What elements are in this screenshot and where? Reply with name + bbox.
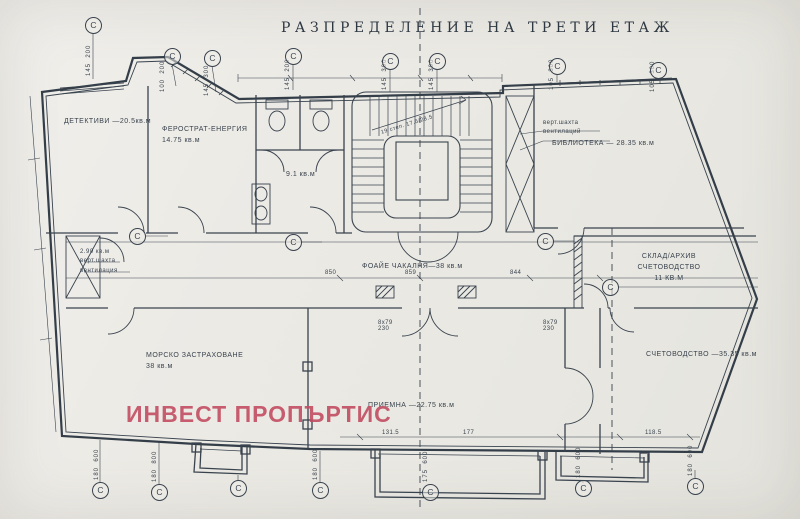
dim-wall-3: 118.5 xyxy=(645,430,662,436)
axis-marker: С xyxy=(151,484,168,501)
axis-marker: С xyxy=(285,234,302,251)
axis-marker-letter: С xyxy=(317,485,324,496)
axis-marker-letter: С xyxy=(655,65,662,76)
axis-marker-letter: С xyxy=(290,237,297,248)
room-label-energy: ФЕРОСТРАТ-ЕНЕРГИЯ 14.75 кв.м xyxy=(162,126,248,144)
section-lines xyxy=(419,8,613,512)
annotation-door-right: 8х79 230 xyxy=(543,320,558,332)
room-label-reception: ПРИЕМНА —22.75 кв.м xyxy=(368,402,455,409)
wc-fixtures xyxy=(251,99,333,225)
axis-marker: С xyxy=(285,48,302,65)
axis-marker-letter: С xyxy=(542,236,549,247)
dim-axis-t2: 100 200 xyxy=(160,60,166,92)
axis-marker-letter: С xyxy=(169,51,176,62)
axis-marker: С xyxy=(422,484,439,501)
room-label-accounting: СЧЕТОВОДСТВО —35.35 кв.м xyxy=(646,351,757,358)
door-arcs xyxy=(99,149,635,425)
axis-marker-letter: С xyxy=(290,51,297,62)
room-label-marine: МОРСКО ЗАСТРАХОВАНЕ 38 кв.м xyxy=(146,352,244,370)
dim-axis-b6: 180 600 xyxy=(688,444,694,476)
staircase xyxy=(351,91,493,233)
bay-wall-hatch xyxy=(170,61,225,96)
axis-marker: С xyxy=(549,58,566,75)
axis-marker: С xyxy=(537,233,554,250)
windows xyxy=(59,77,673,459)
axis-marker-letter: С xyxy=(209,53,216,64)
axis-marker: С xyxy=(129,228,146,245)
axis-marker-letter: С xyxy=(427,487,434,498)
dim-wall-2: 177 xyxy=(463,430,475,436)
axis-marker-letter: С xyxy=(90,20,97,31)
annotation-shaft-left: 2.90 кв.м верт.шахта вентилация xyxy=(80,249,118,274)
axis-marker: С xyxy=(687,478,704,495)
outer-walls xyxy=(40,55,759,454)
axis-marker: С xyxy=(85,17,102,34)
axis-marker: С xyxy=(382,53,399,70)
axis-marker-letter: С xyxy=(607,282,614,293)
drawing-title: РАЗПРЕДЕЛЕНИЕ НА ТРЕТИ ЕТАЖ xyxy=(281,20,674,36)
dim-corridor-1: 850 xyxy=(325,270,337,276)
balconies xyxy=(191,442,650,500)
dimension-lines xyxy=(27,33,758,484)
dim-axis-b4: 175 600 xyxy=(423,450,429,482)
annotation-door-left: 8х79 230 xyxy=(378,320,393,332)
annotation-shaft-right: верт.шахта вентилаций xyxy=(543,120,581,136)
ventilation-shafts-hatch xyxy=(65,95,583,309)
axis-marker: С xyxy=(429,53,446,70)
axis-marker: С xyxy=(204,50,221,67)
axis-marker-letter: С xyxy=(692,481,699,492)
axis-marker-letter: С xyxy=(235,483,242,494)
axis-marker: С xyxy=(312,482,329,499)
axis-marker-letter: С xyxy=(434,56,441,67)
interior-walls xyxy=(46,84,758,454)
room-label-storage: СКЛАД/АРХИВ СЧЕТОВОДСТВО 11 КВ.М xyxy=(637,253,701,282)
axis-marker: С xyxy=(602,279,619,296)
room-label-library: БИБЛИОТЕКА — 28.35 кв.м xyxy=(552,140,655,147)
dim-corridor-2: 859 xyxy=(405,270,417,276)
room-label-wc-area: 9.1 кв.м xyxy=(286,171,316,178)
axis-marker: С xyxy=(92,482,109,499)
axis-marker-letter: С xyxy=(156,487,163,498)
axis-marker-letter: С xyxy=(97,485,104,496)
stair-treads xyxy=(352,95,492,213)
axis-marker: С xyxy=(650,62,667,79)
dim-axis-t3: 145 300 xyxy=(204,64,210,96)
room-label-detectives: ДЕТЕКТИВИ —20.5кв.м xyxy=(64,118,152,125)
watermark-invest-properties: ИНВЕСТ ПРОПЪРТИС xyxy=(126,401,392,427)
axis-marker: С xyxy=(164,48,181,65)
dim-axis-t1: 145 200 xyxy=(86,44,92,76)
axis-marker: С xyxy=(575,480,592,497)
axis-marker-letter: С xyxy=(580,483,587,494)
dim-axis-b2: 180 800 xyxy=(152,450,158,482)
axis-marker-letter: С xyxy=(387,56,394,67)
dim-axis-b5: 180 600 xyxy=(576,446,582,478)
axis-marker: С xyxy=(230,480,247,497)
room-label-foyer: ФОАЙЕ ЧАКАЛНЯ—38 кв.м xyxy=(362,263,463,270)
dim-wall-1: 131.5 xyxy=(382,430,400,436)
dim-axis-b1: 180 600 xyxy=(94,448,100,480)
axis-marker-letter: С xyxy=(134,231,141,242)
radiator-boxes xyxy=(375,285,477,299)
dim-axis-b3: 180 600 xyxy=(313,448,319,480)
outer-walls-inner-line xyxy=(45,60,753,449)
dim-corridor-3: 844 xyxy=(510,270,522,276)
axis-marker-letter: С xyxy=(554,61,561,72)
